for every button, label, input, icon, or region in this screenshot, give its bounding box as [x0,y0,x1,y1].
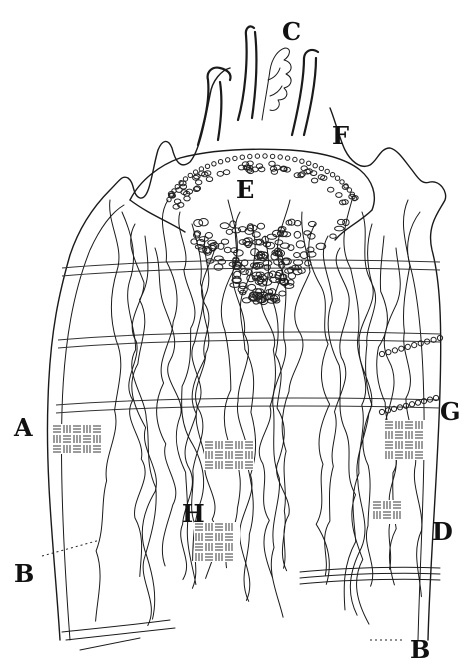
cell-cluster-lower [191,219,349,305]
chain-bead [379,409,384,414]
cell [271,170,277,175]
cell [311,178,317,183]
bead [248,154,252,158]
cell [328,187,334,192]
fiber [132,236,157,619]
cell [335,226,344,231]
cell-cluster-upper [167,154,358,209]
bead [212,162,216,166]
bead [285,156,289,160]
cell [184,196,190,201]
bead [233,156,237,160]
cell [214,264,223,270]
bead [293,157,297,161]
label-e: E [236,175,254,204]
fiber [309,224,330,584]
frond-c [262,48,291,120]
bead [300,159,304,163]
cell [224,247,231,252]
bead [307,161,311,165]
bead [319,166,323,170]
label-h: H [182,499,205,528]
label-a: A [13,413,33,442]
chain-bead [379,351,384,356]
cell [257,223,264,229]
cell [318,175,324,180]
chain-bead [392,348,397,353]
bead [335,176,339,180]
bottom-strands [62,567,440,650]
bead [263,154,267,158]
fiber [325,248,350,576]
bead [270,154,274,158]
cell [308,234,315,240]
fiber [122,212,156,626]
bead [278,155,282,159]
fiber [403,200,421,597]
chain-bead [386,350,391,355]
chain-bead [412,343,417,348]
fiber [157,200,178,566]
bead [240,155,244,159]
label-b-left: B [14,559,34,588]
label-f: F [332,121,349,150]
bead [347,188,351,192]
bead [183,177,187,181]
chain-bead [405,344,410,349]
cell [223,170,229,175]
cell [304,231,311,235]
label-g: G [440,397,461,426]
cell [294,253,300,258]
fiber [344,200,366,610]
bead [340,180,344,184]
dotted-chains-g [379,335,442,414]
fiber [221,212,240,568]
cell [206,177,212,182]
bead [313,164,317,168]
cell [336,193,342,198]
cell [294,231,301,238]
chain-bead [399,346,404,351]
cell [330,234,336,238]
bead [325,169,329,173]
cell [269,161,275,166]
cell [275,240,283,245]
cell [279,291,286,296]
label-d: D [432,517,453,546]
bead [193,170,197,174]
label-c: C [282,17,301,46]
bead [205,164,209,168]
cell [194,220,203,227]
bead [218,160,222,164]
chain-bead [415,400,420,405]
cell [205,233,212,239]
cell [221,239,228,244]
fiber [384,248,400,585]
label-b-right: B [410,635,430,664]
chain-bead [409,402,414,407]
fiber [240,224,256,600]
cell [217,171,223,176]
cell [226,229,232,234]
bead [226,158,230,162]
fiber [155,248,196,585]
cell [220,223,229,229]
bead [188,173,192,177]
bead [255,154,259,158]
bead [330,173,334,177]
cell [296,241,305,248]
